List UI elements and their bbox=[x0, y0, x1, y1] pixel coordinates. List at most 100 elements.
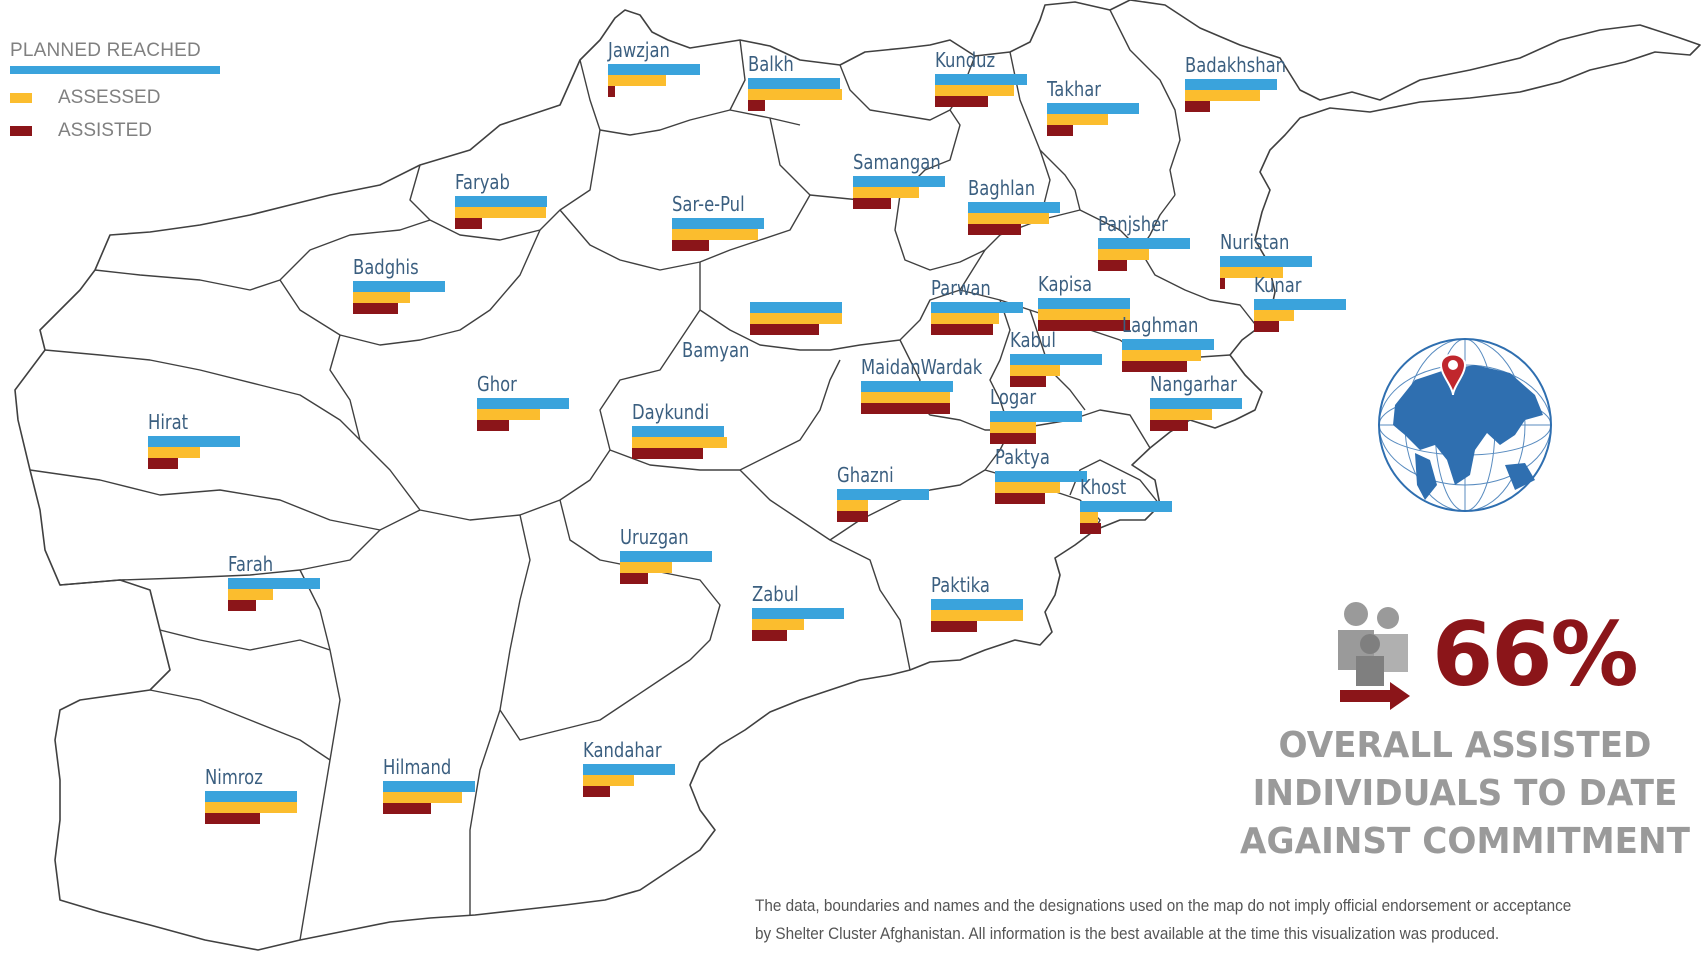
planned-bar bbox=[632, 426, 724, 437]
province-bars bbox=[990, 411, 1082, 444]
assisted-bar bbox=[148, 458, 178, 469]
province-bars bbox=[1185, 79, 1308, 112]
people-group-icon bbox=[1338, 602, 1410, 710]
assessed-bar bbox=[1185, 90, 1260, 101]
planned-bar bbox=[1047, 103, 1139, 114]
province-name: Panjsher bbox=[1098, 212, 1168, 236]
province-name: Paktika bbox=[931, 573, 990, 597]
assessed-bar bbox=[995, 482, 1060, 493]
province-bars bbox=[1098, 238, 1190, 271]
kpi-caption-line1: OVERALL ASSISTED bbox=[1278, 725, 1652, 766]
province-bars bbox=[748, 78, 842, 111]
assisted-bar bbox=[477, 420, 509, 431]
planned-bar bbox=[861, 381, 953, 392]
province-name: Paktya bbox=[995, 445, 1050, 469]
province-bars bbox=[861, 381, 1009, 414]
disclaimer-line1: The data, boundaries and names and the d… bbox=[755, 896, 1572, 915]
province-bars bbox=[620, 551, 712, 584]
legend-planned-label: PLANNED REACHED bbox=[10, 40, 201, 61]
province-bars bbox=[205, 791, 297, 824]
province-laghman: Laghman bbox=[1122, 313, 1215, 372]
province-name: Kandahar bbox=[583, 738, 662, 762]
province-name: Faryab bbox=[455, 170, 510, 194]
planned-bar bbox=[1098, 238, 1190, 249]
planned-bar bbox=[205, 791, 297, 802]
province-kandahar: Kandahar bbox=[583, 738, 679, 797]
province-jawzjan: Jawzjan bbox=[608, 38, 700, 97]
planned-bar bbox=[1220, 256, 1312, 267]
legend-assessed-row: ASSESSED bbox=[10, 87, 220, 108]
planned-bar bbox=[1010, 354, 1102, 365]
assisted-bar bbox=[931, 324, 993, 335]
province-bars bbox=[1122, 339, 1215, 372]
province-ghazni: Ghazni bbox=[837, 463, 929, 522]
province-badghis: Badghis bbox=[353, 255, 445, 314]
province-panjsher: Panjsher bbox=[1098, 212, 1190, 271]
province-bars bbox=[1010, 354, 1102, 387]
province-name: Logar bbox=[990, 385, 1037, 409]
legend-assessed-label: ASSESSED bbox=[58, 87, 161, 108]
province-bars bbox=[1080, 501, 1172, 534]
kpi-caption-line3: AGAINST COMMITMENT bbox=[1240, 821, 1690, 862]
assisted-bar bbox=[968, 224, 1021, 235]
planned-bar bbox=[931, 302, 1023, 313]
province-bars bbox=[455, 196, 547, 229]
province-khost: Khost bbox=[1080, 475, 1172, 534]
province-name: Balkh bbox=[748, 52, 794, 76]
assessed-bar bbox=[383, 792, 462, 803]
assisted-bar bbox=[455, 218, 482, 229]
province-takhar: Takhar bbox=[1047, 77, 1139, 136]
province-bars bbox=[632, 426, 727, 459]
planned-bar bbox=[148, 436, 240, 447]
province-baghlan: Baghlan bbox=[968, 176, 1060, 235]
assisted-bar bbox=[1047, 125, 1073, 136]
assessed-bar bbox=[632, 437, 727, 448]
assessed-bar bbox=[748, 89, 842, 100]
province-name: Nuristan bbox=[1220, 230, 1290, 254]
assisted-bar bbox=[608, 86, 615, 97]
planned-bar bbox=[968, 202, 1060, 213]
province-name: Ghazni bbox=[837, 463, 894, 487]
assisted-bar bbox=[861, 403, 950, 414]
assisted-bar bbox=[935, 96, 988, 107]
province-name: Badakhshan bbox=[1185, 53, 1287, 77]
province-uruzgan: Uruzgan bbox=[620, 525, 712, 584]
planned-bar bbox=[383, 781, 475, 792]
province-bars bbox=[1150, 398, 1256, 431]
planned-bar bbox=[752, 608, 844, 619]
assessed-bar bbox=[148, 447, 200, 458]
province-daykundi: Daykundi bbox=[632, 400, 727, 459]
planned-bar bbox=[750, 302, 842, 313]
province-name: Takhar bbox=[1047, 77, 1102, 101]
planned-bar bbox=[748, 78, 840, 89]
assisted-bar bbox=[990, 433, 1036, 444]
assisted-bar bbox=[583, 786, 610, 797]
province-bars bbox=[931, 599, 1023, 632]
assessed-bar bbox=[861, 392, 950, 403]
province-bars bbox=[608, 64, 700, 97]
province-badakhshan: Badakhshan bbox=[1185, 53, 1308, 112]
planned-bar bbox=[228, 578, 320, 589]
province-paktika: Paktika bbox=[931, 573, 1023, 632]
province-name: Bamyan bbox=[682, 338, 750, 362]
province-name: Samangan bbox=[853, 150, 941, 174]
province-name: Hilmand bbox=[383, 755, 452, 779]
assessed-bar bbox=[228, 589, 273, 600]
province-bars bbox=[672, 218, 764, 251]
assisted-bar bbox=[931, 621, 977, 632]
assessed-bar bbox=[931, 313, 999, 324]
province-bars bbox=[995, 471, 1087, 504]
province-kapisa: Kapisa bbox=[1038, 272, 1130, 331]
country-outline bbox=[14, 0, 1701, 951]
assessed-bar bbox=[1220, 267, 1283, 278]
province-nimroz: Nimroz bbox=[205, 765, 297, 824]
province-balkh: Balkh bbox=[748, 52, 842, 111]
province-hilmand: Hilmand bbox=[383, 755, 475, 814]
province-name: Jawzjan bbox=[608, 38, 670, 62]
assisted-bar bbox=[1010, 376, 1046, 387]
assisted-bar bbox=[383, 803, 431, 814]
planned-bar bbox=[1122, 339, 1214, 350]
province-name: Kunduz bbox=[935, 48, 996, 72]
